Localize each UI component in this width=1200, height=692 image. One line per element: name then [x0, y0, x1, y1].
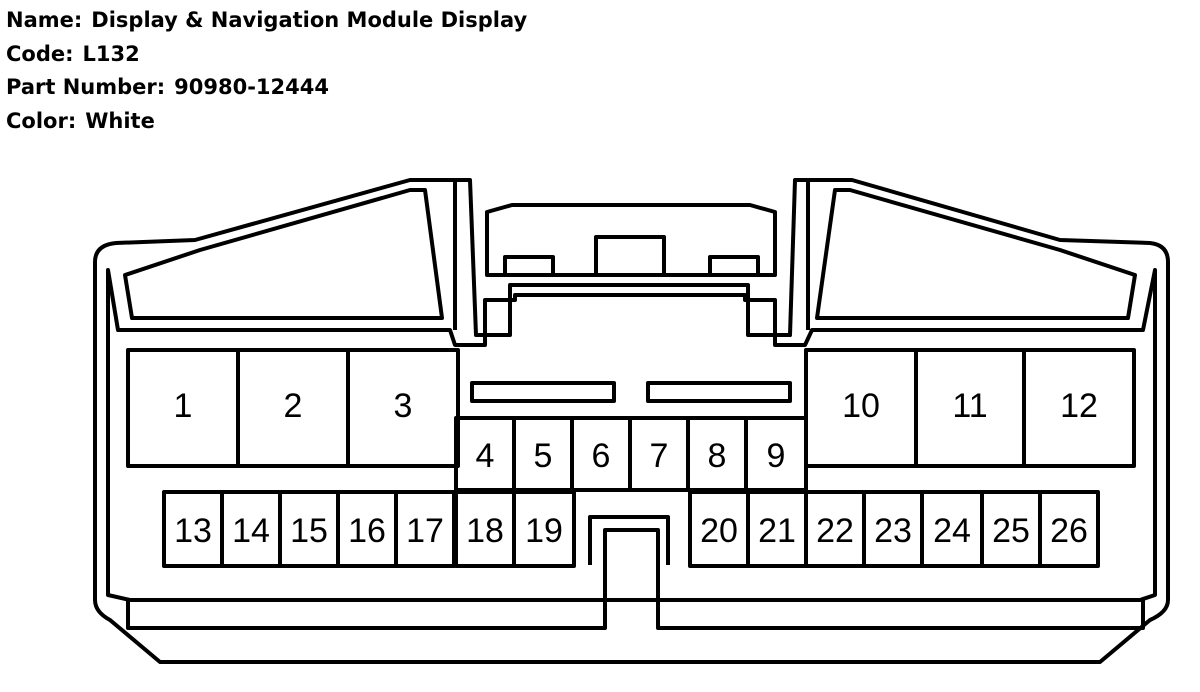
pin-label-5: 5 [534, 437, 553, 475]
pin-label-14: 14 [232, 512, 270, 550]
pin-label-2: 2 [284, 387, 303, 425]
pin-label-10: 10 [842, 387, 880, 425]
name-label: Name: [6, 8, 83, 32]
lock-tab [485, 203, 777, 277]
connector-name: Display & Navigation Module Display [91, 8, 528, 32]
key-slot-left [470, 381, 616, 403]
pin-label-20: 20 [700, 512, 738, 550]
color-label: Color: [6, 108, 77, 133]
pin-label-17: 17 [406, 512, 444, 550]
color-row: Color: White [6, 105, 527, 139]
connector-info: Name: Display & Navigation Module Display… [6, 4, 527, 138]
part-number-row: Part Number: 90980-12444 [6, 71, 527, 105]
pin-cell-3 [346, 348, 460, 468]
pin-cell-19 [512, 490, 576, 568]
pin-label-4: 4 [476, 437, 495, 475]
housing-inner-wall [106, 268, 1157, 602]
pin-label-3: 3 [394, 387, 413, 425]
center-key [588, 515, 670, 565]
pin-label-12: 12 [1060, 387, 1098, 425]
pin-label-25: 25 [992, 512, 1030, 550]
pin-label-16: 16 [348, 512, 386, 550]
pin-cell-26 [1038, 490, 1100, 568]
pin-label-9: 9 [767, 437, 786, 475]
lock-tab-boss [594, 235, 666, 277]
pin-label-23: 23 [874, 512, 912, 550]
pin-label-15: 15 [290, 512, 328, 550]
key-slot-right [646, 381, 792, 403]
connector-code: L132 [82, 41, 140, 66]
pin-label-13: 13 [174, 512, 212, 550]
part-number: 90980-12444 [174, 75, 329, 99]
pin-label-22: 22 [816, 512, 854, 550]
pin-label-26: 26 [1050, 512, 1088, 550]
pin-label-7: 7 [650, 437, 669, 475]
lock-tab-right-ear [708, 255, 760, 277]
pin-label-6: 6 [592, 437, 611, 475]
connector-color: White [85, 108, 155, 133]
pin-label-8: 8 [708, 437, 727, 475]
pin-label-18: 18 [466, 512, 504, 550]
right-top-wall [815, 188, 1137, 320]
housing-outline [93, 178, 1170, 664]
code-label: Code: [6, 41, 74, 66]
name-row: Name: Display & Navigation Module Display [6, 4, 527, 38]
pin-label-19: 19 [525, 512, 563, 550]
pin-label-1: 1 [174, 387, 193, 425]
pin-label-21: 21 [758, 512, 796, 550]
part-number-label: Part Number: [6, 75, 166, 99]
code-row: Code: L132 [6, 38, 527, 72]
pin-cell-12 [1022, 348, 1136, 468]
pin-label-24: 24 [933, 512, 971, 550]
bottom-housing-step [126, 528, 1145, 630]
lock-tab-left-ear [503, 255, 555, 277]
pin-label-11: 11 [952, 387, 987, 425]
left-top-wall [123, 188, 444, 320]
